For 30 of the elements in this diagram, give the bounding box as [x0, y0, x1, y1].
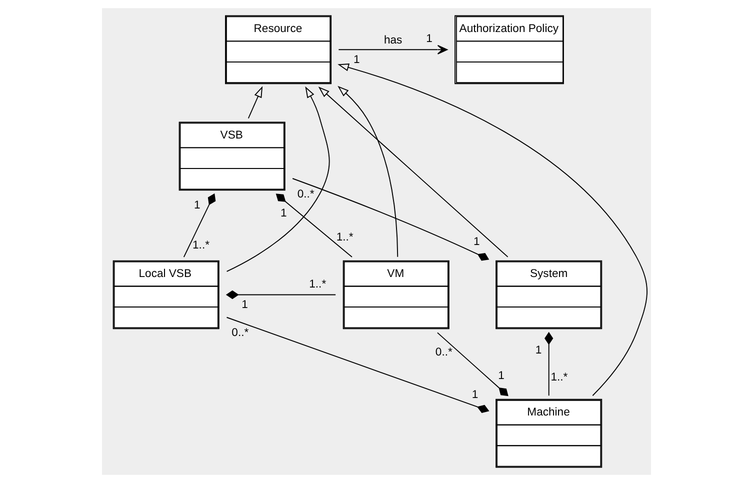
label: 0..*	[232, 327, 249, 340]
label: 1	[194, 200, 200, 212]
label: 1	[498, 370, 504, 382]
label: 1	[535, 344, 542, 357]
connector	[276, 194, 352, 258]
connector	[436, 332, 508, 396]
label: 1	[353, 54, 360, 66]
label: 0..*	[435, 346, 452, 358]
arrow	[226, 86, 330, 272]
arrow	[338, 64, 648, 396]
connector	[226, 316, 490, 414]
label: 1	[472, 388, 478, 401]
arrow	[248, 86, 263, 119]
label: 0..*	[297, 188, 314, 200]
edge-label: has	[384, 34, 402, 47]
label: 1..*	[192, 239, 210, 252]
arrow	[338, 44, 448, 54]
connector	[544, 332, 554, 396]
label: 1..*	[550, 372, 568, 384]
label: 1	[426, 33, 432, 46]
label: 1	[242, 299, 248, 312]
connector	[292, 178, 490, 261]
label: 1..*	[336, 231, 354, 244]
arrow	[318, 86, 508, 258]
connector	[226, 290, 336, 300]
label: 1	[280, 208, 287, 220]
label: 1	[473, 236, 480, 248]
label: 1..*	[309, 278, 326, 290]
arrow	[338, 86, 398, 258]
connector	[183, 193, 216, 258]
